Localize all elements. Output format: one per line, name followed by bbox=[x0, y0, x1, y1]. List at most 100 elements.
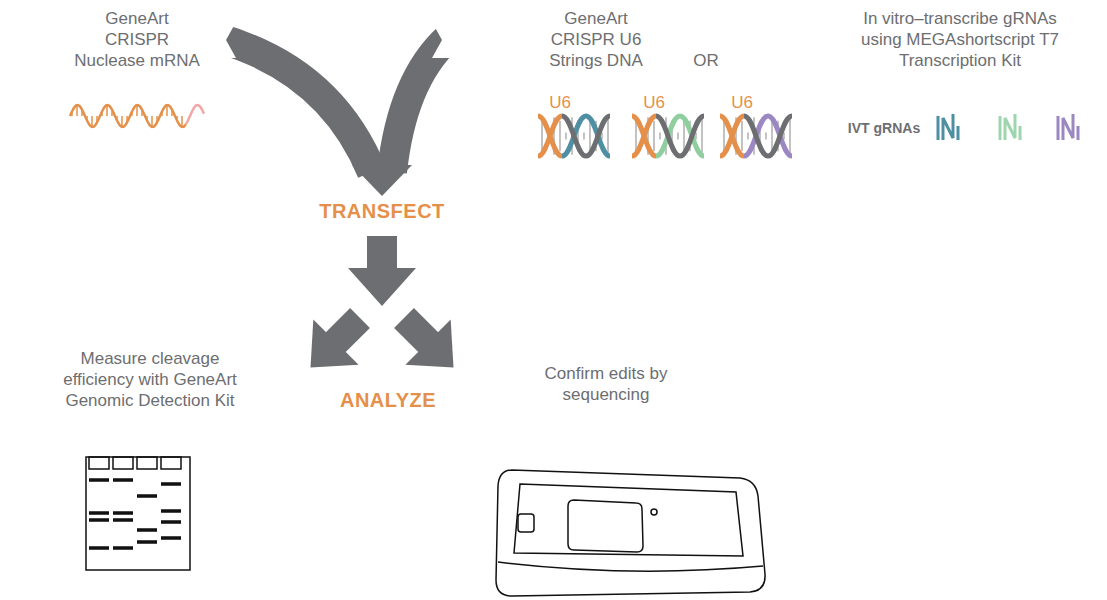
promoter-label: U6 bbox=[722, 92, 762, 113]
mrna-base bbox=[141, 110, 143, 117]
dna-strand bbox=[538, 116, 562, 156]
dna-rung bbox=[747, 133, 748, 140]
dna-strand bbox=[562, 116, 610, 156]
diagonal-arrow-right bbox=[381, 295, 476, 390]
mrna-base bbox=[106, 105, 108, 116]
dna-rung bbox=[559, 121, 560, 152]
dna-helix bbox=[632, 116, 704, 156]
mrna-base bbox=[76, 105, 78, 116]
mrna-strand bbox=[70, 105, 186, 127]
dna-rung bbox=[765, 133, 766, 140]
grna-glyph bbox=[1058, 114, 1078, 140]
dna-strand bbox=[632, 116, 656, 156]
merge-arrow-left bbox=[218, 38, 372, 172]
dna-rung bbox=[695, 133, 696, 140]
mrna-tail bbox=[186, 105, 204, 124]
mrna-base bbox=[101, 112, 103, 117]
reagent-label: In vitro–transcribe gRNAs using MEGAshor… bbox=[844, 8, 1076, 71]
dna-strand bbox=[656, 116, 704, 156]
mrna-base bbox=[146, 116, 148, 121]
dna-rung bbox=[701, 117, 702, 155]
mrna-base bbox=[91, 116, 93, 127]
mrna-base bbox=[86, 116, 88, 121]
dna-strand bbox=[562, 116, 610, 156]
mrna-base bbox=[121, 116, 123, 127]
mrna-base bbox=[151, 116, 153, 127]
diagonal-arrow-left bbox=[288, 295, 383, 390]
gel-bands bbox=[89, 480, 181, 548]
sequencer-icon bbox=[496, 470, 765, 596]
dna-rung bbox=[635, 121, 636, 152]
dna-rung bbox=[565, 133, 566, 140]
gel-well bbox=[161, 457, 181, 469]
dna-strand bbox=[656, 116, 704, 156]
sequencer-button bbox=[518, 514, 534, 532]
merge-arrow-point bbox=[352, 165, 412, 196]
mrna-base bbox=[156, 116, 158, 123]
mrna-base bbox=[161, 112, 163, 117]
dna-strand bbox=[744, 116, 792, 156]
dna-rung bbox=[601, 133, 602, 140]
gel-well bbox=[89, 457, 109, 469]
gel-icon bbox=[86, 457, 190, 570]
mrna-base bbox=[116, 116, 118, 121]
dna-strand bbox=[720, 116, 744, 156]
dna-rung bbox=[541, 121, 542, 152]
sequencer-base bbox=[498, 562, 763, 571]
merge-arrow-right bbox=[392, 38, 448, 172]
gel-outline bbox=[86, 457, 190, 570]
mrna-base bbox=[166, 105, 168, 116]
dna-rung bbox=[659, 133, 660, 140]
promoter-label: U6 bbox=[540, 92, 580, 113]
mrna-base bbox=[136, 105, 138, 116]
arrow-notch bbox=[203, 22, 236, 58]
dna-strand bbox=[720, 116, 744, 156]
dna-strand bbox=[744, 116, 792, 156]
dna-rung bbox=[723, 121, 724, 152]
mrna-base bbox=[71, 112, 73, 117]
grna-glyph bbox=[938, 114, 958, 140]
step-label: ANALYZE bbox=[313, 390, 463, 411]
gel-well bbox=[113, 457, 133, 469]
dna-rung bbox=[741, 121, 742, 152]
dna-helix bbox=[538, 116, 610, 156]
mrna-base bbox=[131, 112, 133, 117]
dna-rung bbox=[789, 117, 790, 155]
flow-arrows bbox=[203, 22, 476, 390]
grna-icons bbox=[938, 114, 1078, 140]
mrna-base bbox=[96, 116, 98, 123]
dna-rung bbox=[583, 133, 584, 140]
mrna-base bbox=[176, 116, 178, 121]
dna-icons bbox=[538, 116, 792, 156]
mrna-base bbox=[181, 116, 183, 127]
sequencer-light bbox=[651, 509, 657, 515]
dna-rung bbox=[607, 117, 608, 155]
gel-well bbox=[137, 457, 157, 469]
dna-rung bbox=[677, 133, 678, 140]
grna-label: IVT gRNAs bbox=[839, 118, 929, 139]
dna-strand bbox=[538, 116, 562, 156]
mrna-base bbox=[111, 110, 113, 117]
sequencer-body bbox=[496, 470, 765, 596]
step-label: TRANSFECT bbox=[307, 201, 457, 222]
sequencer-front bbox=[514, 484, 743, 556]
reagent-label: GeneArt CRISPR Nuclease mRNA bbox=[73, 8, 201, 71]
analysis-label: Measure cleavage efficiency with GeneArt… bbox=[51, 348, 249, 411]
or-label: OR bbox=[686, 50, 726, 71]
down-arrow bbox=[348, 236, 416, 306]
mrna-base bbox=[81, 110, 83, 117]
arrow-notch bbox=[432, 22, 464, 58]
dna-rung bbox=[653, 121, 654, 152]
promoter-label: U6 bbox=[634, 92, 674, 113]
analysis-label: Confirm edits by sequencing bbox=[530, 363, 682, 405]
dna-helix bbox=[720, 116, 792, 156]
mrna-base bbox=[171, 110, 173, 117]
sequencer-screen bbox=[568, 500, 643, 552]
grna-glyph bbox=[1000, 114, 1020, 140]
dna-strand bbox=[632, 116, 656, 156]
mrna-icon bbox=[70, 105, 204, 127]
reagent-label: GeneArt CRISPR U6 Strings DNA bbox=[540, 8, 652, 71]
mrna-base bbox=[126, 116, 128, 123]
dna-rung bbox=[783, 133, 784, 140]
